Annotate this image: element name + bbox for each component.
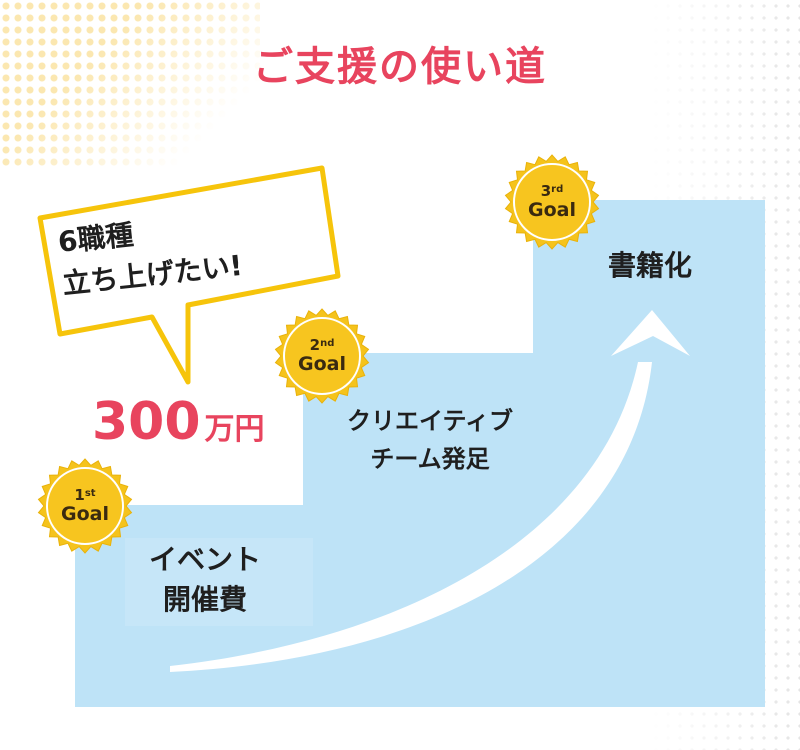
goal-1-line-1: イベント	[148, 543, 261, 576]
goal-1-ordinal-number: 1	[74, 486, 85, 504]
first-step-highlight	[125, 538, 313, 626]
goal-1-goal-word: Goal	[61, 503, 109, 525]
goal-3-ordinal-number: 3	[540, 182, 552, 200]
up-arrow-icon	[170, 362, 652, 672]
seal-badge-icon	[274, 308, 370, 404]
goal-1-ordinal-suffix: st	[84, 488, 96, 499]
goal-1-badge-label: 1st Goal	[35, 456, 135, 556]
goal-2-goal-word: Goal	[298, 353, 346, 375]
goal-1-line-2: 開催費	[162, 583, 247, 616]
amount-unit: 万円	[204, 412, 265, 447]
goal-2-line-2: チーム発足	[370, 445, 490, 473]
goal-2-ordinal-number: 2	[309, 336, 321, 354]
goal-3-ordinal-suffix: rd	[551, 184, 564, 195]
goal-3-badge: 3rd Goal	[502, 152, 602, 252]
speech-bubble	[37, 165, 341, 385]
goal-2-line-1: クリエイティブ	[346, 407, 514, 435]
goal-3-text: 書籍化	[580, 246, 720, 286]
goal-2-text: クリエイティブ チーム発足	[320, 402, 540, 478]
arrow-head	[611, 310, 690, 356]
page-title: ご支援の使い道	[253, 44, 547, 90]
goal-3-goal-word: Goal	[528, 199, 576, 221]
amount-number: 300	[92, 392, 201, 452]
goal-1-text: イベント 開催費	[120, 540, 290, 620]
seal-badge-icon	[37, 458, 133, 554]
goal-2-badge-label: 2nd Goal	[272, 306, 372, 406]
seal-badge-icon	[504, 154, 600, 250]
goal-1-badge: 1st Goal	[35, 456, 135, 556]
goal-2-ordinal-suffix: nd	[320, 338, 335, 349]
goal-3-badge-label: 3rd Goal	[502, 152, 602, 252]
goal-3-line-1: 書籍化	[607, 249, 692, 282]
goal-2-badge: 2nd Goal	[272, 306, 372, 406]
decorative-dots-top-left	[0, 0, 260, 170]
